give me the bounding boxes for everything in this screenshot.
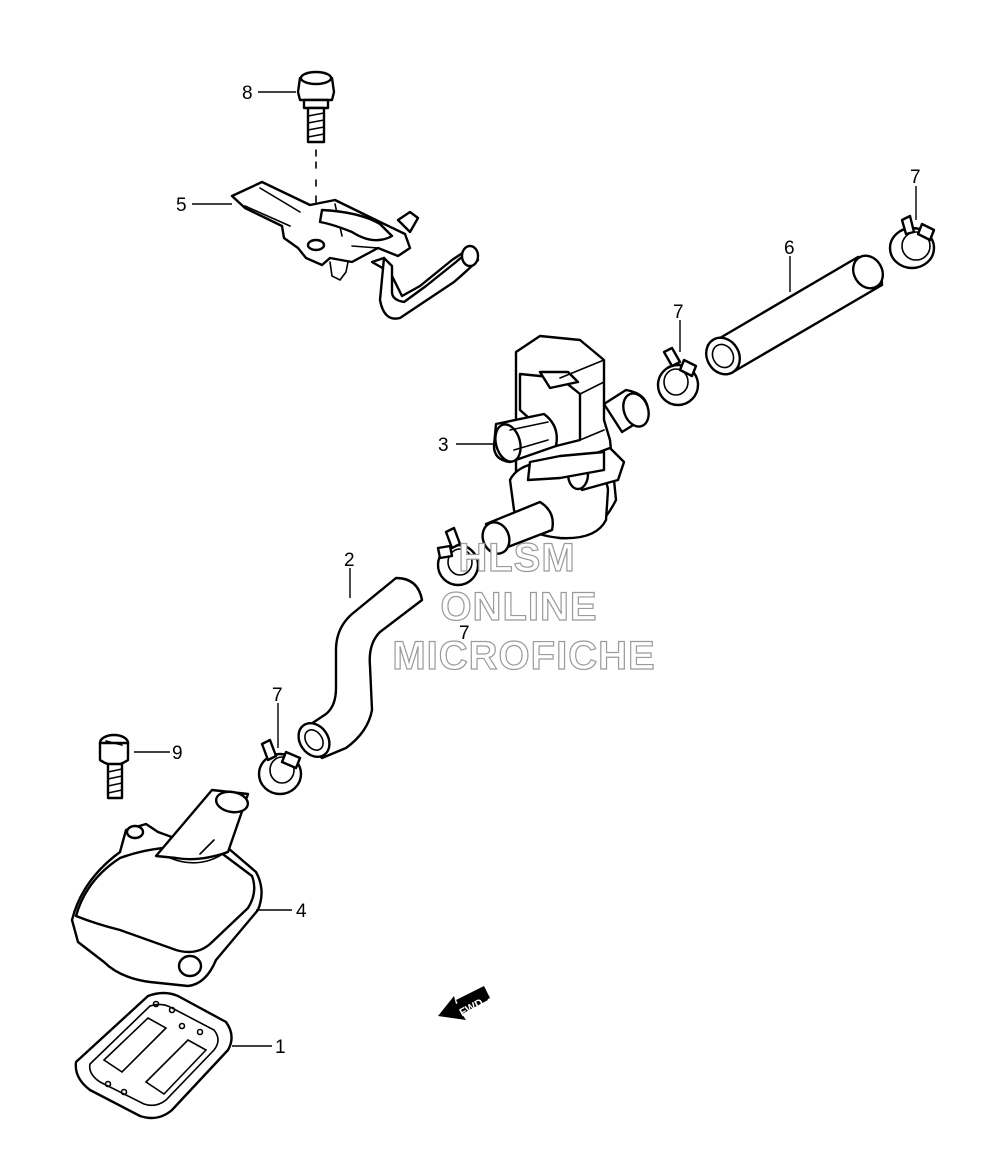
- part-5-bracket: [230, 180, 480, 320]
- leader-lines: [134, 91, 917, 1047]
- part-7-clamp-center: [436, 526, 480, 587]
- callout-3: 3: [438, 435, 449, 456]
- callout-7-lower: 7: [272, 685, 283, 706]
- callout-4: 4: [296, 901, 307, 922]
- part-6-hose: [704, 254, 885, 376]
- callout-numbers: 8 5 3 2 6 7 7 7 7 9 4 1: [172, 83, 921, 1058]
- watermark-line-1: HLSM: [458, 536, 575, 580]
- callout-1: 1: [275, 1037, 286, 1058]
- part-7-clamp-lower: [257, 738, 303, 796]
- callout-8: 8: [242, 83, 253, 104]
- callout-9: 9: [172, 743, 183, 764]
- part-9-screw: [98, 733, 130, 800]
- watermark-line-2: ONLINE: [440, 585, 597, 629]
- callout-7-top-right: 7: [910, 167, 921, 188]
- callout-7-middle: 7: [673, 302, 684, 323]
- callout-2: 2: [344, 550, 355, 571]
- watermark: HLSM ONLINE MICROFICHE: [392, 535, 656, 678]
- part-1-gasket: [74, 991, 233, 1120]
- part-7-clamp-middle: [656, 346, 700, 407]
- callout-5: 5: [176, 195, 187, 216]
- watermark-line-3: MICROFICHE: [392, 634, 655, 678]
- callout-7-center: 7: [459, 623, 470, 644]
- part-4-cover: [70, 788, 263, 988]
- part-3-valve: [481, 334, 650, 555]
- callout-6: 6: [784, 238, 795, 259]
- fwd-arrow-icon: FWD: [438, 986, 490, 1020]
- part-2-hose: [297, 576, 424, 760]
- part-7-clamp-top-right: [888, 214, 936, 270]
